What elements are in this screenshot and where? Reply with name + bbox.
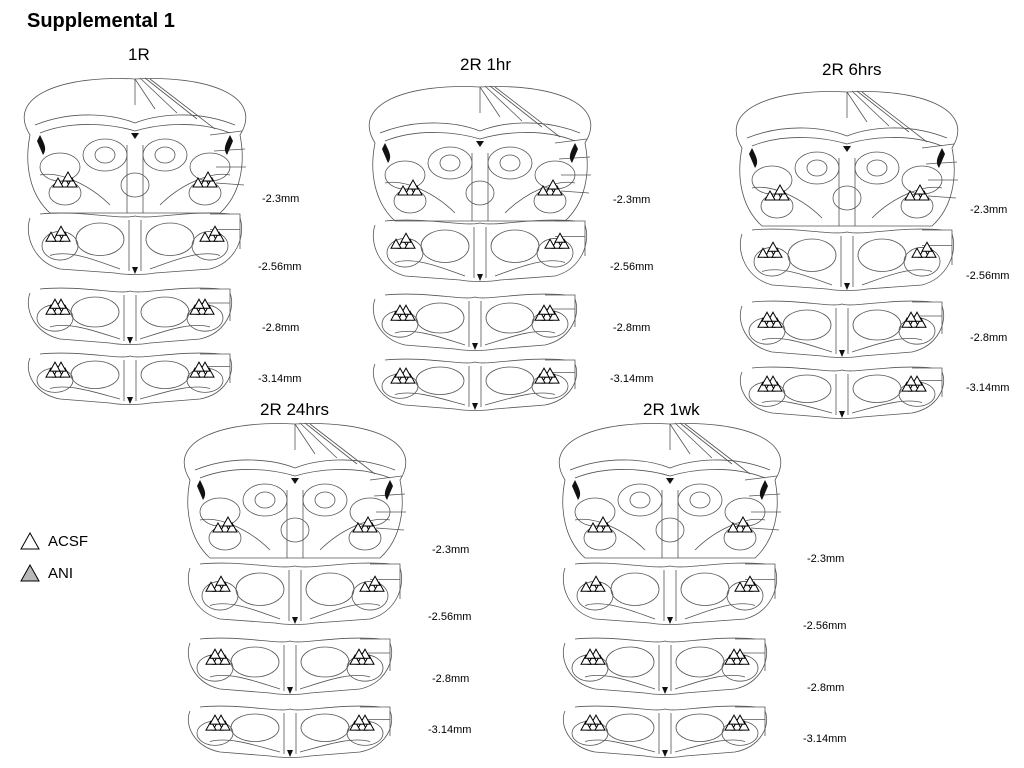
brain-section-2-3mm [20,75,250,215]
brain-section-2-56mm [180,560,410,625]
depth-label: -2.3mm [970,204,1008,216]
depth-label: -2.56mm [258,261,302,273]
brain-section-2-8mm [732,298,952,358]
brain-section-2-8mm [180,635,400,695]
coronal-section-drawing [368,85,592,222]
depth-label: -2.56mm [966,270,1010,282]
coronal-section-drawing [27,352,233,405]
filled-triangle-icon [20,564,40,582]
coronal-section-drawing [739,366,945,419]
open-triangle-icon [20,532,40,550]
panel-title: 2R 24hrs [260,400,329,419]
panel-2r-1hr: 2R 1hr -2.3mm -2.56mm [365,55,665,411]
coronal-section-drawing [735,90,959,227]
brain-section-2-3mm [555,420,785,560]
legend-item-ani: ANI [20,557,88,589]
panel-title: 2R 6hrs [822,60,882,79]
depth-label: -2.8mm [807,682,845,694]
depth-label: -3.14mm [258,373,302,385]
coronal-section-drawing [27,212,243,275]
depth-label: -2.3mm [432,544,470,556]
coronal-section-drawing [187,705,393,758]
depth-label: -3.14mm [966,382,1010,394]
brain-section-2-8mm [365,291,585,351]
brain-section-2-56mm [555,560,785,625]
panel-title: 2R 1hr [460,55,512,74]
coronal-section-drawing [187,562,403,625]
figure-title: Supplemental 1 [27,10,175,32]
legend-item-acsf: ACSF [20,525,88,557]
coronal-section-drawing [558,422,782,559]
brain-section-3-14mm [20,350,240,405]
panel-2r-24hrs: 2R 24hrs -2.3mm -2.56mm [180,400,480,758]
depth-label: -2.3mm [613,194,651,206]
brain-section-2-56mm [20,210,250,275]
depth-label: -2.3mm [807,553,845,565]
coronal-section-drawing [23,77,247,214]
coronal-section-drawing [739,300,945,358]
coronal-section-drawing [183,422,407,559]
panel-1r: 1R -2.3mm -2.56mm [20,45,320,405]
coronal-section-drawing [739,228,955,291]
coronal-section-drawing [372,358,578,411]
panel-2r-6hrs: 2R 6hrs -2.3mm -2.56mm [732,60,1024,419]
depth-label: -2.8mm [970,332,1008,344]
coronal-section-drawing [187,637,393,695]
brain-section-3-14mm [555,703,775,758]
panel-title: 1R [128,45,150,64]
brain-section-3-14mm [365,356,585,411]
brain-section-2-3mm [180,420,410,560]
depth-label: -2.3mm [262,193,300,205]
brain-section-3-14mm [732,364,952,419]
depth-label: -3.14mm [428,724,472,736]
coronal-section-drawing [372,219,588,282]
brain-section-2-8mm [555,635,775,695]
depth-label: -3.14mm [610,373,654,385]
depth-label: -2.56mm [428,611,472,623]
depth-label: -2.8mm [613,322,651,334]
coronal-section-drawing [27,287,233,345]
panel-2r-1wk: 2R 1wk -2.3mm -2.56mm [555,400,855,758]
depth-label: -2.8mm [262,322,300,334]
depth-label: -3.14mm [803,733,847,745]
brain-section-3-14mm [180,703,400,758]
brain-section-2-56mm [365,217,595,282]
legend-label: ANI [48,564,74,582]
coronal-section-drawing [562,562,778,625]
coronal-section-drawing [562,637,768,695]
brain-section-2-3mm [732,88,962,228]
coronal-section-drawing [372,293,578,351]
depth-label: -2.56mm [610,261,654,273]
brain-section-2-56mm [732,226,962,291]
depth-label: -2.56mm [803,620,847,632]
brain-section-2-8mm [20,285,240,345]
legend-label: ACSF [48,532,89,550]
depth-label: -2.8mm [432,673,470,685]
legend: ACSF ANI [20,525,88,589]
brain-section-2-3mm [365,83,595,223]
coronal-section-drawing [562,705,768,758]
panel-title: 2R 1wk [643,400,700,419]
